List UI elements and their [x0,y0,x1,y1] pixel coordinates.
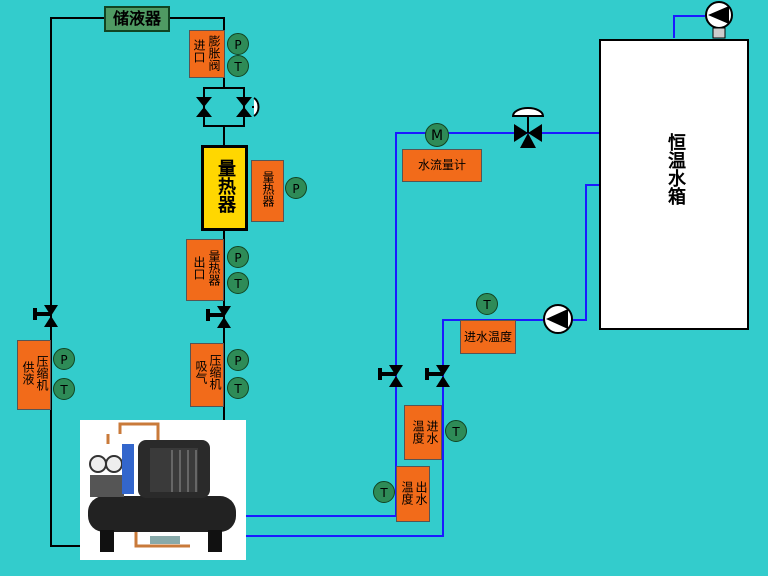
water-return-hand-valve-icon [378,365,403,387]
water-return-pipe [240,132,600,517]
constant-temperature-tank: 恒温水箱 [599,39,749,330]
water-tank-top-pipe [673,15,705,38]
water-out-temp-box: 温度 出水 [396,466,430,522]
compressor-suction-pressure-sensor: P [227,349,249,371]
calorimeter-side-text: 量热器 [261,171,275,207]
flowmeter-motor-icon: M [425,123,449,147]
expansion-valve-left-icon [196,97,212,117]
water-in-temp-text-a: 进水 [425,420,439,444]
expansion-valve-bypass [203,87,245,127]
water-supply-hand-valve-icon [425,365,450,387]
calorimeter-outlet-text-b: 量热器 [207,250,221,286]
compressor-unit-image [80,420,246,560]
suction-hand-valve-icon [206,306,231,328]
calorimeter-outlet-temperature-sensor: T [227,272,249,294]
compressor-supply-box: 供液 压缩机 [17,340,51,410]
water-pump-icon [543,304,573,334]
compressor-supply-temperature-sensor: T [53,378,75,400]
water-out-temp-text-b: 温度 [400,481,414,505]
calorimeter-block: 量热器 [201,145,248,231]
water-pump-pipe [572,184,600,321]
three-way-valve-icon [511,107,545,148]
compressor-suction-box: 吸气 压缩机 [190,343,224,407]
expansion-valve-pressure-sensor: P [227,33,249,55]
supply-hand-valve-icon [33,305,58,327]
flowmeter-box: 水流量计 [402,149,482,182]
compressor-supply-text-a: 供液 [21,361,35,385]
expansion-valve-inlet-box: 进口 膨胀阀 [189,30,225,78]
refrigerant-supply-pipe [50,17,105,547]
inlet-water-temperature-box: 进水温度 [460,320,516,354]
expansion-valve-temperature-sensor: T [227,55,249,77]
calorimeter-outlet-text-a: 出口 [192,256,206,280]
compressor-suction-text-b: 压缩机 [208,354,222,390]
expansion-valve-inlet-text: 进口 [192,39,206,63]
compressor-suction-text-a: 吸气 [194,360,208,384]
compressor-supply-text-b: 压缩机 [35,355,49,391]
calorimeter-outlet-pressure-sensor: P [227,246,249,268]
compressor-suction-temperature-sensor: T [227,377,249,399]
inlet-water-temperature-sensor: T [476,293,498,315]
compressor-supply-pressure-sensor: P [53,348,75,370]
calorimeter-outlet-box: 出口 量热器 [186,239,224,301]
tank-top-pump-icon [705,1,733,39]
expansion-valve-right-icon [236,97,260,117]
tank-label: 恒温水箱 [665,133,686,205]
water-out-temperature-sensor: T [373,481,395,503]
water-out-temp-text-a: 出水 [414,481,428,505]
calorimeter-side-box: 量热器 [251,160,284,222]
expansion-valve-name-text: 膨胀阀 [207,35,221,71]
calorimeter-pressure-sensor: P [285,177,307,199]
compressor-unit-drawing [88,422,236,552]
water-in-temp-text-b: 温度 [411,420,425,444]
water-in-temp-box: 温度 进水 [404,405,442,460]
receiver-label: 储液器 [104,6,170,32]
water-in-temperature-sensor: T [445,420,467,442]
calorimeter-name-text: 量热器 [215,159,236,213]
